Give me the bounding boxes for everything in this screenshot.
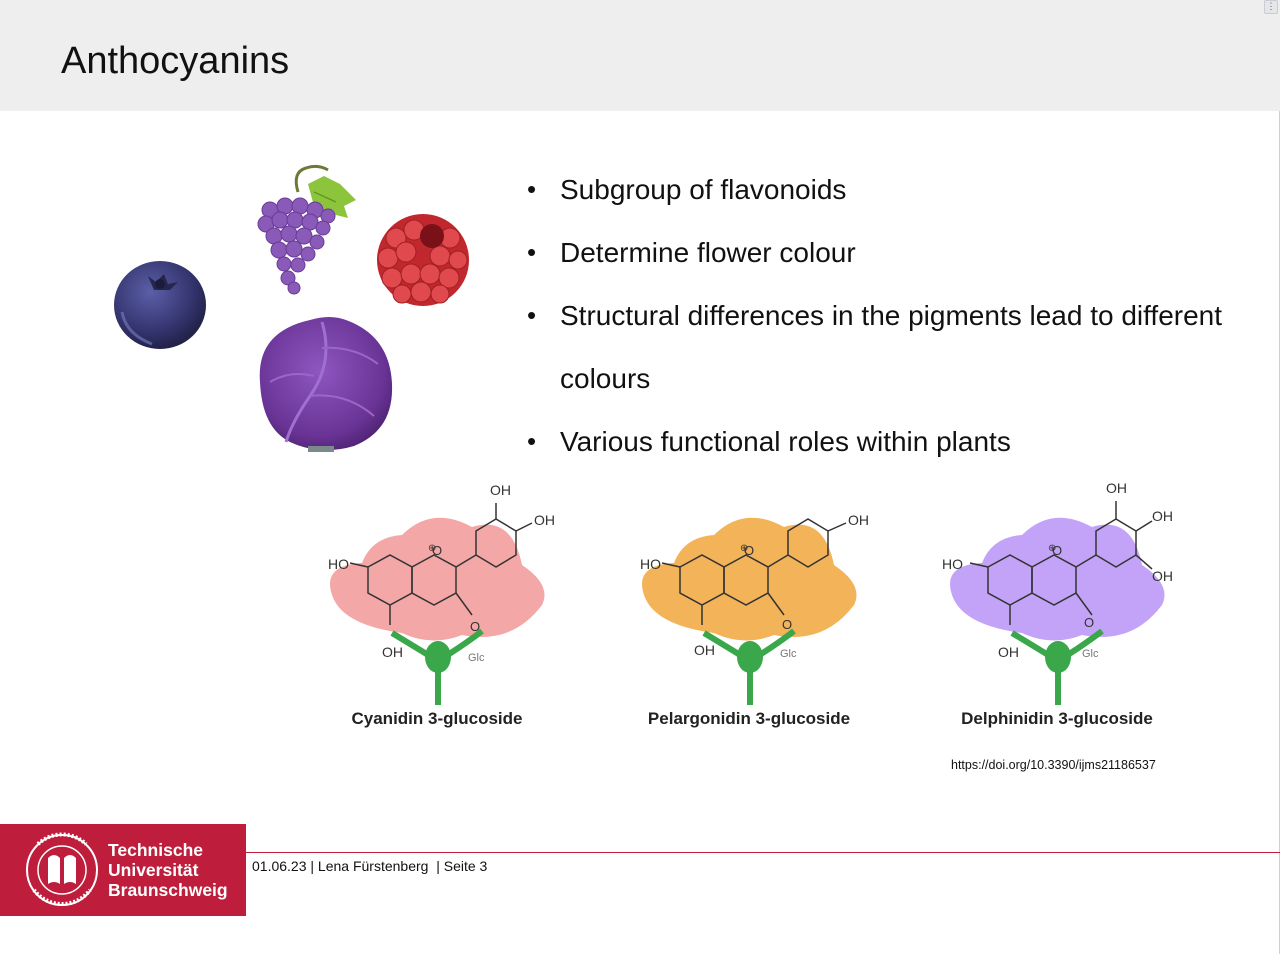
bullet-list: Subgroup of flavonoids Determine flower … xyxy=(527,158,1267,473)
substituent-label: Glc xyxy=(1082,648,1099,660)
delphinidin-structure: O ⊕ OH OH OH HO OH O Glc Delphinidin 3-g… xyxy=(942,475,1232,765)
logo-line: Universität xyxy=(108,860,199,880)
blueberry-image xyxy=(114,261,206,349)
substituent-label: Glc xyxy=(780,648,797,660)
university-seal-icon xyxy=(26,832,98,906)
logo-line: Braunschweig xyxy=(108,880,228,900)
substituent-label: OH xyxy=(490,482,511,498)
more-options-icon[interactable]: ⋮ xyxy=(1264,0,1278,14)
source-link[interactable]: https://doi.org/10.3390/ijms21186537 xyxy=(951,758,1156,772)
university-name: Technische Universität Braunschweig xyxy=(108,840,228,900)
substituent-label: OH xyxy=(1106,480,1127,496)
bullet-item: Determine flower colour xyxy=(527,221,1267,284)
svg-text:⊕: ⊕ xyxy=(1048,543,1056,554)
molecule-name: Pelargonidin 3-glucoside xyxy=(647,709,851,728)
substituent-label: OH xyxy=(382,644,403,660)
anthocyanin-structures-figure: O ⊕ OH OH HO OH O Glc Cyanidin 3-glucosi… xyxy=(322,475,1212,765)
university-logo: Technische Universität Braunschweig xyxy=(0,824,246,916)
substituent-label: OH xyxy=(998,644,1019,660)
footer-divider xyxy=(246,852,1280,853)
substituent-label: OH xyxy=(694,642,715,658)
logo-line: Technische xyxy=(108,840,203,860)
substituent-label: Glc xyxy=(468,652,485,664)
svg-text:⊕: ⊕ xyxy=(428,543,436,554)
raspberry-image xyxy=(377,214,469,306)
substituent-label: HO xyxy=(942,556,963,572)
bullet-item: Structural differences in the pigments l… xyxy=(527,284,1267,410)
substituent-label: O xyxy=(1084,615,1094,630)
substituent-label: O xyxy=(470,619,480,634)
cyanidin-diagram: O ⊕ OH OH HO OH O Glc xyxy=(328,482,555,705)
molecule-name: Cyanidin 3-glucoside xyxy=(351,709,523,728)
substituent-label: OH xyxy=(1152,568,1173,584)
bullet-item: Various functional roles within plants xyxy=(527,410,1267,473)
molecule-name: Delphinidin 3-glucoside xyxy=(961,709,1153,728)
svg-text:⊕: ⊕ xyxy=(740,543,748,554)
slide-title: Anthocyanins xyxy=(61,40,290,82)
svg-text:O: O xyxy=(744,543,754,558)
substituent-label: O xyxy=(782,617,792,632)
cyanidin-structure: O ⊕ OH OH HO OH O Glc Cyanidin 3-glucosi… xyxy=(322,475,612,765)
substituent-label: HO xyxy=(640,556,661,572)
substituent-label: OH xyxy=(534,512,555,528)
title-band: Anthocyanins xyxy=(0,0,1280,111)
bullet-item: Subgroup of flavonoids xyxy=(527,158,1267,221)
delphinidin-diagram: O ⊕ OH OH OH HO OH O Glc xyxy=(942,480,1173,705)
pelargonidin-structure: O ⊕ OH HO OH O Glc Pelargonidin 3-glucos… xyxy=(634,475,924,765)
svg-text:O: O xyxy=(1052,543,1062,558)
svg-text:O: O xyxy=(432,543,442,558)
red-cabbage-image xyxy=(259,317,393,452)
grapes-image xyxy=(257,164,356,295)
pelargonidin-diagram: O ⊕ OH HO OH O Glc xyxy=(640,512,869,705)
footer-info: 01.06.23 | Lena Fürstenberg | Seite 3 xyxy=(252,858,488,874)
substituent-label: OH xyxy=(1152,508,1173,524)
substituent-label: HO xyxy=(328,556,349,572)
substituent-label: OH xyxy=(848,512,869,528)
